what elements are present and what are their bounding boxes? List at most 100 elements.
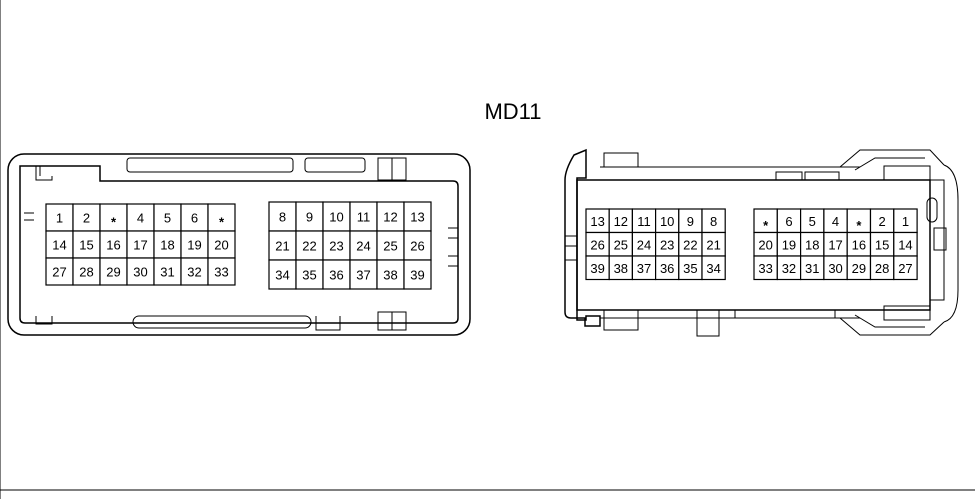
pin-number: 8: [279, 210, 286, 225]
pin-number: 13: [410, 210, 424, 225]
pin-number: 13: [590, 214, 604, 229]
pin-number: 29: [106, 265, 120, 280]
pin-number: 23: [329, 239, 343, 254]
unused-pin-marker: *: [219, 215, 225, 230]
pin-number: 36: [660, 261, 674, 276]
pin-number: 35: [302, 268, 316, 283]
pin-number: 34: [275, 268, 289, 283]
pin-cell: [207, 257, 236, 286]
pin-number: 34: [706, 261, 720, 276]
pin-number: 35: [683, 261, 697, 276]
pin-number: 9: [687, 214, 694, 229]
pin-cell: [322, 201, 351, 232]
pin-number: 19: [187, 238, 201, 253]
pin-number: 4: [137, 211, 144, 226]
pin-cell: [45, 257, 74, 286]
pin-cell: [72, 230, 101, 259]
pin-number: 25: [614, 237, 628, 252]
pin-number: 27: [898, 261, 912, 276]
pin-number: 30: [133, 265, 147, 280]
pin-cell: [207, 203, 236, 232]
pin-number: 26: [590, 237, 604, 252]
pin-number: 17: [828, 237, 842, 252]
pin-cell: [701, 255, 726, 281]
pin-number: 20: [758, 237, 772, 252]
pin-number: 31: [160, 265, 174, 280]
pin-cell: [126, 257, 155, 286]
pin-cell: [403, 259, 432, 290]
pin-number: 33: [758, 261, 772, 276]
pin-number: 25: [383, 239, 397, 254]
pin-number: 18: [160, 238, 174, 253]
pin-number: 2: [879, 214, 886, 229]
pin-number: 38: [614, 261, 628, 276]
pin-number: 12: [383, 210, 397, 225]
pin-number: 31: [805, 261, 819, 276]
pin-number: 33: [214, 265, 228, 280]
pin-cell: [295, 230, 324, 261]
pin-number: 5: [164, 211, 171, 226]
pin-number: 20: [214, 238, 228, 253]
unused-pin-marker: *: [111, 215, 117, 230]
pin-number: 37: [356, 268, 370, 283]
pin-number: 15: [875, 237, 889, 252]
pin-number: 5: [809, 214, 816, 229]
pin-number: 17: [133, 238, 147, 253]
pin-number: 32: [782, 261, 796, 276]
pin-number: 19: [782, 237, 796, 252]
pin-number: 32: [187, 265, 201, 280]
pin-number: 16: [852, 237, 866, 252]
pin-number: 18: [805, 237, 819, 252]
pin-number: 11: [637, 214, 651, 229]
pin-number: 8: [710, 214, 717, 229]
pin-number: 12: [614, 214, 628, 229]
pin-number: 16: [106, 238, 120, 253]
pin-number: 24: [637, 237, 651, 252]
pin-cell: [403, 230, 432, 261]
pin-number: 37: [637, 261, 651, 276]
pin-number: 38: [383, 268, 397, 283]
pin-cell: [72, 257, 101, 286]
pin-number: 22: [302, 239, 316, 254]
pin-cell: [403, 201, 432, 232]
pin-cell: [180, 230, 209, 259]
pin-number: 24: [356, 239, 370, 254]
pin-number: 6: [785, 214, 792, 229]
pin-cell: [295, 259, 324, 290]
pin-number: 11: [357, 210, 371, 225]
pin-number: 36: [329, 268, 343, 283]
pin-number: 14: [52, 238, 66, 253]
pin-number: 15: [79, 238, 93, 253]
pin-number: 10: [329, 210, 343, 225]
right-connector-housing: [564, 148, 959, 337]
pin-number: 39: [410, 268, 424, 283]
pin-number: 28: [79, 265, 93, 280]
pin-number: 2: [83, 211, 90, 226]
pin-number: 28: [875, 261, 889, 276]
pin-cell: [349, 201, 378, 232]
pin-cell: [893, 255, 918, 281]
left-connector-housing: [7, 153, 471, 336]
pin-number: 39: [590, 261, 604, 276]
unused-pin-marker: *: [856, 218, 862, 233]
pin-cell: [295, 201, 324, 232]
connector-title: MD11: [484, 99, 541, 124]
pin-number: 6: [191, 211, 198, 226]
pin-number: 10: [660, 214, 674, 229]
pin-number: 1: [56, 211, 63, 226]
pin-cell: [349, 230, 378, 261]
pin-number: 29: [852, 261, 866, 276]
pin-number: 1: [902, 214, 909, 229]
pin-number: 27: [52, 265, 66, 280]
pin-number: 21: [275, 239, 289, 254]
pin-number: 26: [410, 239, 424, 254]
pin-number: 21: [706, 237, 720, 252]
pin-number: 14: [898, 237, 912, 252]
pin-cell: [99, 230, 128, 259]
pin-number: 9: [306, 210, 313, 225]
pin-cell: [376, 230, 405, 261]
pin-number: 4: [832, 214, 839, 229]
